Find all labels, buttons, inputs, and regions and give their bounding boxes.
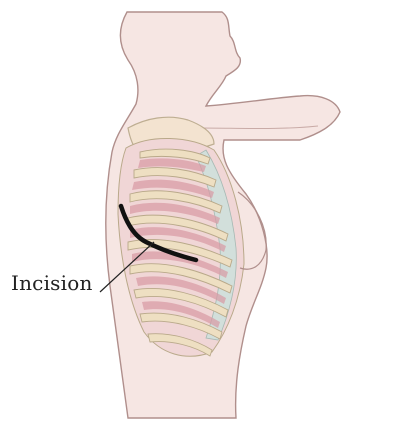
incision-label: Incision	[11, 273, 93, 293]
